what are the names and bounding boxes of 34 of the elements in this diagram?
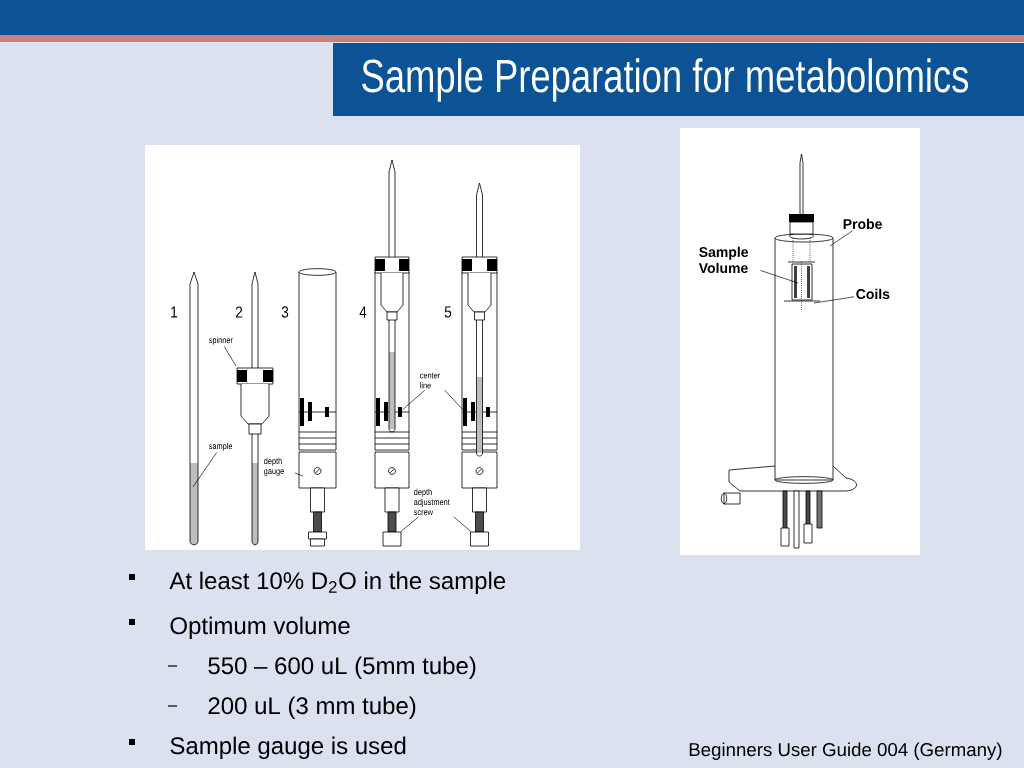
- part-label: Sample Volume: [698, 246, 749, 274]
- part-label: depth adjustment screw: [413, 488, 450, 516]
- part-label: spinner: [208, 336, 233, 345]
- bullet-text: 200 uL (3 mm tube): [208, 696, 416, 719]
- figure-number: 3: [281, 306, 289, 318]
- leader-line: [444, 389, 463, 410]
- leader-line: [760, 270, 799, 284]
- leader-line: [829, 230, 853, 247]
- leader-line: [402, 389, 426, 411]
- figure-number: 1: [171, 306, 178, 318]
- title-banner: Sample Preparation for metabolomics: [333, 43, 1024, 116]
- part-label: depth gauge: [264, 457, 284, 476]
- leader-line: [453, 516, 472, 532]
- figure-number: 5: [444, 306, 452, 318]
- figure-number: 2: [235, 306, 243, 318]
- part-label: sample: [208, 442, 233, 451]
- bullet-text: 550 – 600 uL (5mm tube): [208, 656, 476, 679]
- part-label: center line: [420, 372, 441, 389]
- leader-line: [223, 346, 237, 367]
- figure-number: 4: [359, 306, 367, 318]
- screw-knob: [382, 531, 402, 547]
- part-label: Coils: [856, 288, 890, 300]
- leader-line: [294, 472, 304, 477]
- screw-knob: [470, 531, 489, 547]
- bullet-text: Optimum volume: [170, 616, 350, 639]
- part-label: Probe: [843, 218, 882, 230]
- source-note: Beginners User Guide 004 (Germany): [689, 742, 1002, 760]
- bullet-text: Sample gauge is used: [170, 736, 406, 759]
- bullet-text: At least 10% D$_{2}$O in the sample: [169, 571, 506, 594]
- center-line-mark: [398, 407, 402, 417]
- leader-line: [192, 452, 217, 488]
- center-line-mark: [463, 398, 467, 426]
- leader-line: [813, 296, 855, 304]
- leader-line: [400, 516, 419, 532]
